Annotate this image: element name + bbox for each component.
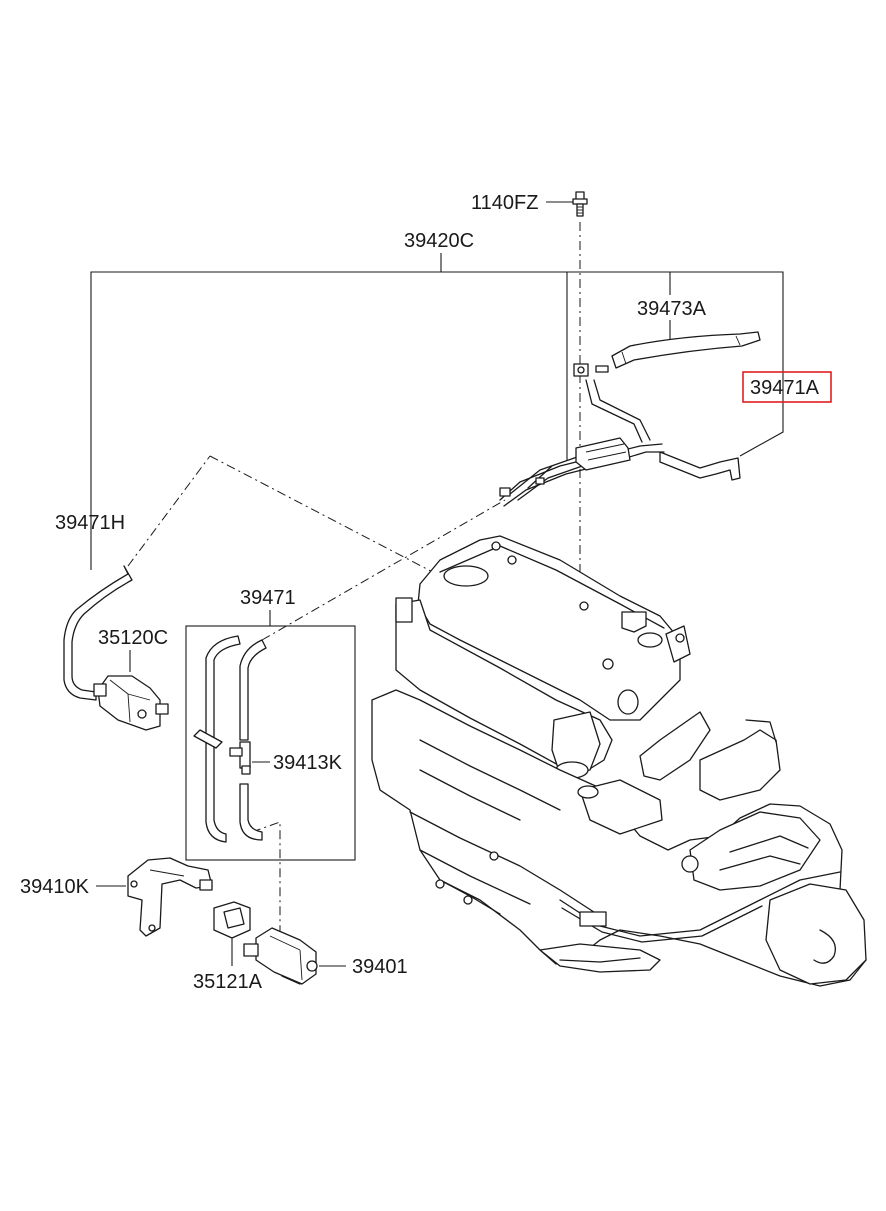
- label-39471H[interactable]: 39471H: [55, 512, 125, 534]
- selected-part-highlight: [742, 371, 832, 403]
- label-39413K[interactable]: 39413K: [273, 752, 343, 774]
- bracket-part[interactable]: [127, 857, 213, 937]
- label-39420C[interactable]: 39420C: [404, 230, 474, 252]
- label-35121A[interactable]: 35121A: [193, 971, 263, 993]
- label-39471A[interactable]: 39471A: [750, 377, 820, 399]
- hose-kit-part[interactable]: [193, 635, 267, 843]
- label-39410K[interactable]: 39410K: [20, 876, 90, 898]
- hose-assembly-part[interactable]: [499, 331, 761, 507]
- label-39401[interactable]: 39401: [352, 956, 408, 978]
- leader-lines: [90, 201, 784, 967]
- part-labels: 1140FZ 39420C 39473A 39471A 39471H 39471…: [20, 192, 832, 993]
- routing-dash-lines: [127, 222, 581, 932]
- label-39471[interactable]: 39471: [240, 587, 296, 609]
- label-35120C[interactable]: 35120C: [98, 627, 168, 649]
- label-39473A[interactable]: 39473A: [637, 298, 707, 320]
- bushing-part[interactable]: [213, 901, 251, 939]
- label-1140FZ[interactable]: 1140FZ: [471, 192, 538, 214]
- solenoid-valve-part[interactable]: [243, 927, 318, 985]
- canister-part[interactable]: [93, 675, 169, 731]
- engine-block-drawing: [371, 535, 867, 987]
- bolt-part[interactable]: [572, 191, 588, 217]
- tee-fitting-part[interactable]: [229, 741, 251, 775]
